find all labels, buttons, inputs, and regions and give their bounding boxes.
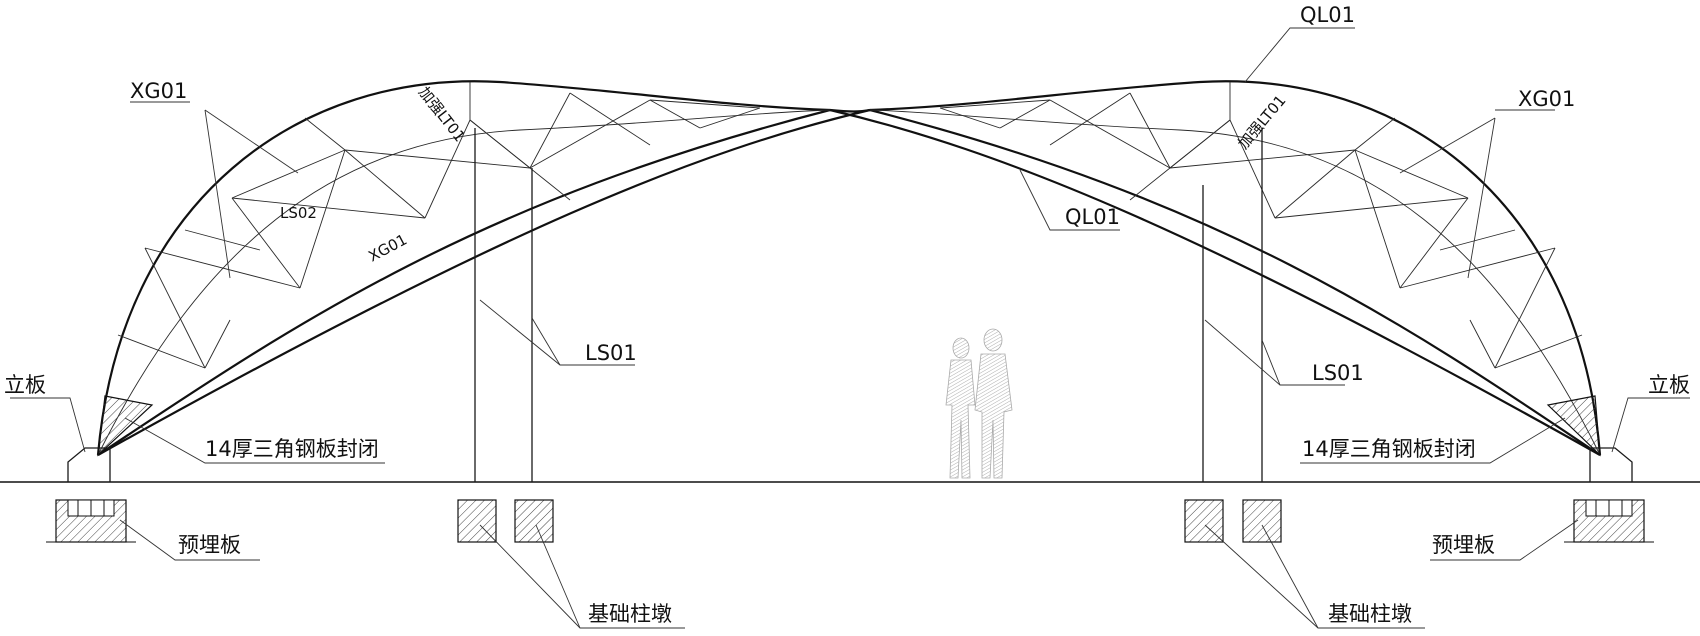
right-lattice	[939, 82, 1583, 369]
pier-right-1	[1184, 499, 1224, 543]
human-figures	[945, 328, 1013, 479]
pier-right-2	[1242, 499, 1282, 543]
embed-plate-left	[46, 499, 136, 543]
label-xg01-left: XG01	[130, 79, 187, 103]
triangle-plate-left	[97, 395, 154, 457]
label-pier-left: 基础柱墩	[588, 602, 672, 626]
vertical-plate-left	[67, 447, 111, 482]
label-ls02: LS02	[280, 204, 317, 222]
pier-left-2	[514, 499, 554, 543]
label-lt01-left: 加强LT01	[415, 83, 469, 145]
label-pier-right: 基础柱墩	[1328, 602, 1412, 626]
label-xg01-right: XG01	[1518, 87, 1575, 111]
right-arch-outer	[869, 80, 1602, 456]
embed-plate-right	[1564, 499, 1654, 543]
label-ls01-left: LS01	[585, 341, 637, 365]
left-arch-mid	[97, 109, 831, 456]
label-embed-right: 预埋板	[1432, 533, 1495, 557]
label-ls01-right: LS01	[1312, 361, 1364, 385]
right-arch-inner	[869, 108, 1601, 456]
label-plate-right: 14厚三角钢板封闭	[1302, 437, 1476, 461]
vertical-plate-right	[1589, 447, 1633, 482]
label-plate-left: 14厚三角钢板封闭	[205, 437, 379, 461]
leader-lines	[10, 27, 1690, 629]
right-arch-continue	[97, 108, 871, 456]
right-arch-mid	[869, 109, 1601, 456]
label-ql01-mid: QL01	[1065, 205, 1120, 229]
left-lattice	[117, 82, 761, 369]
label-liban-right: 立板	[1648, 373, 1690, 397]
triangle-plate-right	[1546, 395, 1601, 457]
label-embed-left: 预埋板	[178, 533, 241, 557]
label-ql01-top: QL01	[1300, 3, 1355, 27]
left-arch-continue	[829, 108, 1601, 456]
label-xg01-inner: XG01	[365, 230, 410, 265]
left-arch-outer	[96, 80, 831, 456]
label-liban-left: 立板	[4, 373, 46, 397]
left-arch-inner	[97, 108, 831, 456]
